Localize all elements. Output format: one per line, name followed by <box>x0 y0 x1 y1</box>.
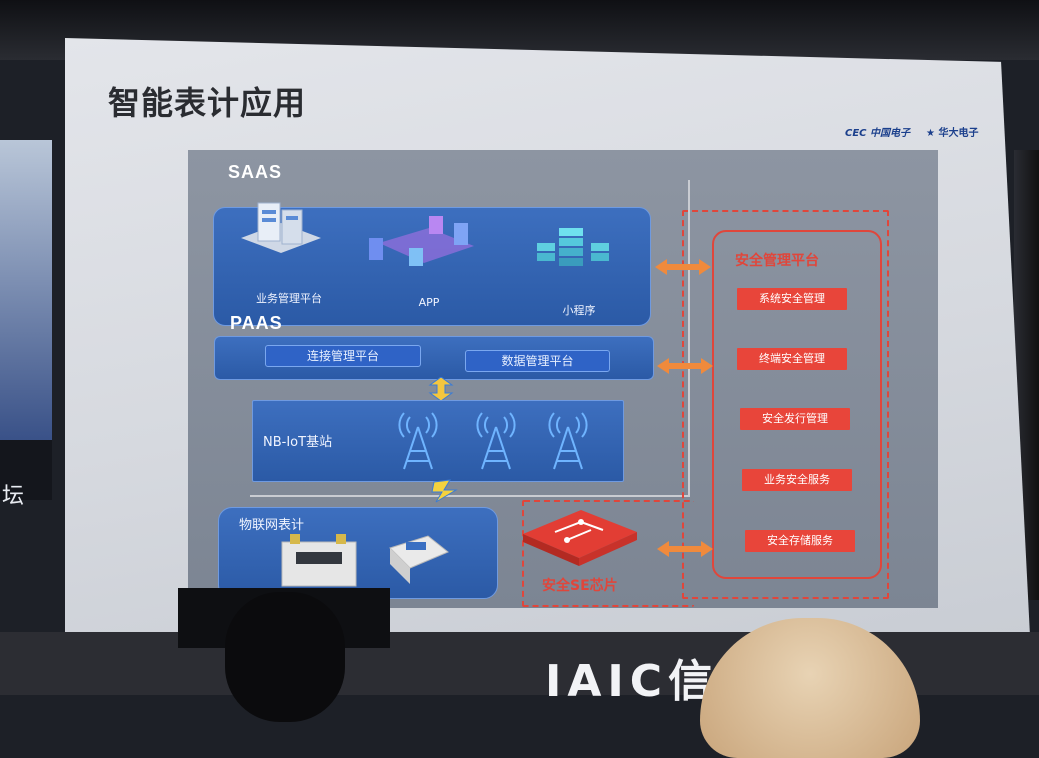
saas-item-miniprogram: 小程序 <box>562 304 596 317</box>
data-platform: 数据管理平台 <box>465 350 610 372</box>
nbiot-label: NB-IoT基站 <box>263 435 333 450</box>
paas-label: PAAS <box>230 313 283 333</box>
nbiot-panel: NB-IoT基站 <box>252 400 624 482</box>
security-platform-title: 安全管理平台 <box>735 253 819 269</box>
antenna-icon <box>548 412 588 470</box>
security-zone <box>682 210 889 599</box>
slide-title: 智能表计应用 <box>108 84 307 122</box>
double-arrow-icon <box>655 259 711 275</box>
antenna-icon <box>398 412 438 470</box>
meters-panel: 物联网表计 <box>218 507 498 599</box>
se-chip-icon <box>523 510 637 566</box>
lightning-icon <box>431 479 458 503</box>
double-arrow-icon <box>657 358 713 374</box>
double-arrow-icon <box>657 541 713 557</box>
updown-arrow-icon <box>428 377 454 401</box>
connection-platform: 连接管理平台 <box>265 345 421 367</box>
audience-head <box>225 592 345 722</box>
cec-logo: CEC 中国电子 <box>845 128 910 139</box>
huada-logo: ★ 华大电子 <box>926 128 979 139</box>
app-icon <box>369 216 474 266</box>
saas-label: SAAS <box>228 162 283 182</box>
security-platform-box <box>712 230 882 579</box>
water-meter-icon <box>389 535 449 584</box>
security-item-terminal: 终端安全管理 <box>737 348 847 370</box>
mini-program-icon <box>537 228 609 266</box>
left-side-screen <box>0 140 52 500</box>
server-icon <box>241 202 321 253</box>
huada-logo-text: 华大电子 <box>938 128 979 139</box>
saas-item-business: 业务管理平台 <box>256 292 322 305</box>
security-item-business: 业务安全服务 <box>742 469 852 491</box>
gas-meter-icon <box>281 534 357 587</box>
security-item-issuance: 安全发行管理 <box>740 408 850 430</box>
security-item-system: 系统安全管理 <box>737 288 847 310</box>
meters-label: 物联网表计 <box>239 518 305 533</box>
paas-panel: 连接管理平台 数据管理平台 <box>214 336 654 380</box>
saas-panel: 业务管理平台 APP 小程序 <box>213 202 651 326</box>
saas-item-app: APP <box>418 296 440 309</box>
left-screen-text: 坛 <box>2 484 25 509</box>
antenna-icon <box>476 412 516 470</box>
connector-frame <box>250 180 690 497</box>
security-item-storage: 安全存储服务 <box>745 530 855 552</box>
chip-label: 安全SE芯片 <box>542 578 618 594</box>
chip-zone <box>522 500 694 607</box>
